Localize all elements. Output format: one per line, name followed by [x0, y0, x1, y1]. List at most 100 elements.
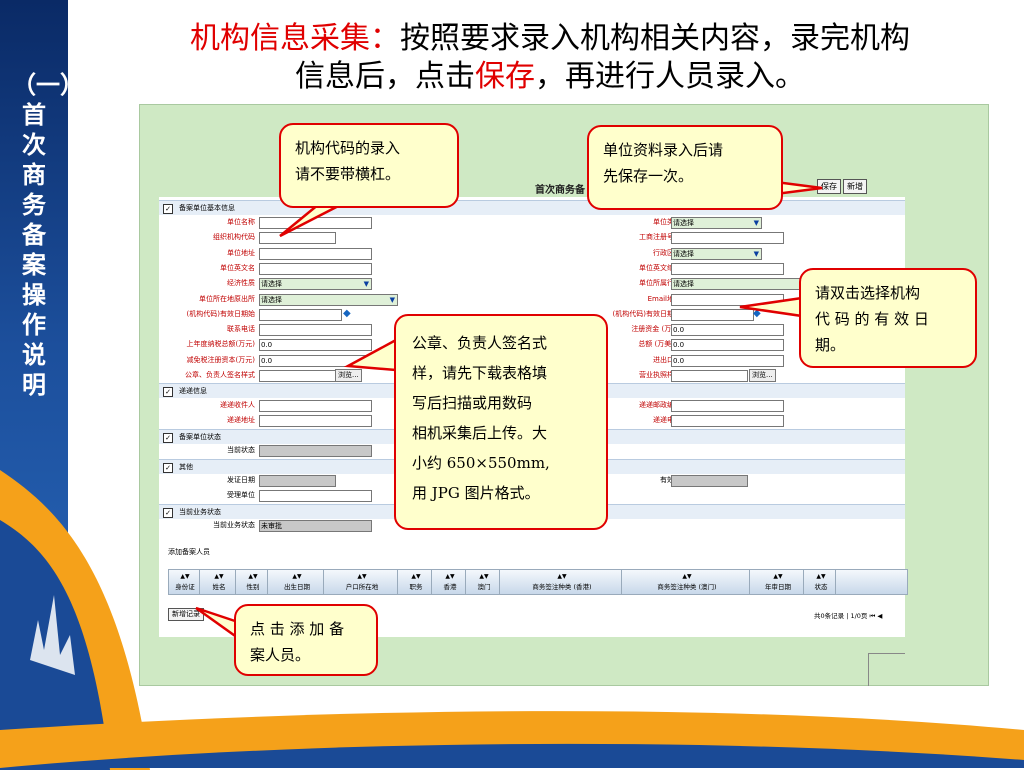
table-column-header[interactable]: ▲▼ 姓名 — [203, 570, 236, 594]
callout-text: 先保存一次。 — [603, 167, 694, 185]
checkbox[interactable]: ✓ — [163, 463, 173, 473]
section-label: 递递信息 — [179, 387, 207, 395]
chevron-down-icon[interactable]: ▼ — [753, 219, 759, 227]
callout-text: 小约 650×550mm, — [412, 454, 550, 472]
text-input[interactable] — [671, 293, 784, 306]
table-column-header[interactable]: ▲▼商务签注种类 (香港) — [503, 570, 622, 594]
checkbox[interactable]: ✓ — [163, 387, 173, 397]
text-input[interactable] — [671, 232, 784, 245]
chevron-down-icon[interactable]: ▼ — [363, 280, 369, 289]
delivery-recipient-input[interactable] — [259, 400, 372, 412]
text-input[interactable] — [259, 308, 342, 321]
callout-valid-date: 请双击选择机构 代 码 的 有 效 日 期。 — [799, 268, 977, 368]
table-column-header[interactable]: ▲▼性别 — [239, 570, 268, 594]
select-field[interactable]: 请选择▼ — [671, 278, 810, 291]
callout-text: 相机采集后上传。大 — [412, 424, 548, 442]
header-line-1: 机构信息采集：按照要求录入机构相关内容，录完机构 — [100, 20, 1000, 58]
form-row: 工商注册号码 — [159, 230, 905, 245]
sort-icon[interactable]: ▲▼ — [214, 573, 224, 580]
callout-text: 写后扫描或用数码 — [412, 394, 533, 412]
select-field[interactable]: 请选择▼ — [671, 217, 762, 229]
sort-icon[interactable]: ▲▼ — [816, 573, 826, 580]
delivery-address-input[interactable] — [259, 415, 372, 427]
form-row: (机构代码)有效日期止 ◆ — [159, 307, 905, 322]
form-row: 经济性质请选择▼ — [159, 276, 905, 291]
field-label: 公章、负责人签名样式 — [185, 371, 255, 379]
field-label: 递递收件人 — [220, 401, 255, 409]
select-field[interactable]: 请选择▼ — [259, 293, 398, 306]
add-button[interactable]: 新增 — [843, 179, 867, 194]
form-row: 单位英文名 — [159, 261, 905, 276]
table-column-header[interactable]: ▲▼出生日期 — [271, 570, 324, 594]
table-column-header[interactable]: ▲▼状态 — [807, 570, 836, 594]
text-input[interactable] — [671, 262, 784, 275]
callout-text: 点 击 添 加 备 — [250, 620, 345, 638]
table-column-header[interactable]: ▲▼身份证 — [171, 570, 200, 594]
sort-icon[interactable]: ▲▼ — [557, 573, 567, 580]
table-column-header[interactable]: ▲▼职务 — [401, 570, 432, 594]
add-record-button[interactable]: 新增记录 — [168, 608, 204, 621]
section-basic-info[interactable]: ✓备案单位基本信息 — [159, 200, 905, 215]
field-label: 单位类别 — [653, 218, 681, 226]
form-row: 单位类别请选择▼ — [159, 215, 905, 230]
header-highlight: 保存 — [475, 59, 535, 94]
sort-icon[interactable]: ▲▼ — [682, 573, 692, 580]
sort-icon[interactable]: ▲▼ — [773, 573, 783, 580]
form-row: 递递地址 递递电话 — [159, 413, 905, 428]
date-picker-icon[interactable]: ◆ — [343, 307, 351, 319]
table-column-header[interactable]: ▲▼澳门 — [469, 570, 500, 594]
checkbox[interactable]: ✓ — [163, 204, 173, 214]
callout-text: 样，请先下载表格填 — [412, 364, 548, 382]
header-text: 信息后，点击 — [295, 59, 475, 94]
sort-icon[interactable]: ▲▼ — [479, 573, 489, 580]
decorative-bottom-swoosh — [0, 711, 1024, 768]
text-input[interactable] — [671, 308, 754, 321]
table-column-header[interactable]: ▲▼年审日期 — [753, 570, 804, 594]
sort-icon[interactable]: ▲▼ — [292, 573, 302, 580]
delivery-postcode-input[interactable] — [671, 400, 784, 412]
field-label: 联系电话 — [227, 325, 255, 334]
form-row: 单位所在地原出所请选择▼ — [159, 292, 905, 307]
sort-icon[interactable]: ▲▼ — [180, 573, 190, 580]
sort-icon[interactable]: ▲▼ — [445, 573, 455, 580]
chevron-down-icon[interactable]: ▼ — [753, 249, 759, 258]
sort-icon[interactable]: ▲▼ — [411, 573, 421, 580]
callout-text: 期。 — [815, 336, 846, 354]
current-status-field — [259, 445, 372, 457]
pager[interactable]: 共0条记录 | 1/0页 ⏮ ◀ — [814, 612, 883, 620]
form-row: 当前状态 — [159, 443, 905, 458]
field-label: (机构代码)有效日期止 — [612, 309, 681, 318]
text-input[interactable]: 0.0 — [671, 354, 784, 367]
browse-button[interactable]: 浏览... — [749, 369, 776, 382]
checkbox[interactable]: ✓ — [163, 508, 173, 518]
chevron-down-icon[interactable]: ▼ — [389, 295, 395, 304]
callout-text: 机构代码的录入 — [295, 139, 401, 157]
save-button[interactable]: 保存 — [817, 179, 841, 194]
field-label: 营业执照样式 — [639, 371, 681, 379]
select-field[interactable]: 请选择▼ — [259, 278, 372, 291]
delivery-phone-input[interactable] — [671, 415, 784, 427]
header-highlight: 机构信息采集： — [190, 21, 400, 56]
field-label: 注册资金 (万元) — [631, 325, 681, 334]
table-column-header[interactable]: ▲▼户口所在地 — [327, 570, 398, 594]
callout-save-first: 单位资料录入后请 先保存一次。 — [587, 125, 783, 210]
column-label: 姓名 — [212, 583, 226, 591]
checkbox[interactable]: ✓ — [163, 433, 173, 443]
text-input[interactable] — [259, 324, 372, 337]
accepting-unit-input[interactable] — [259, 490, 372, 502]
sort-icon[interactable]: ▲▼ — [248, 573, 258, 580]
sort-icon[interactable]: ▲▼ — [357, 573, 367, 580]
field-label: 行政区划 — [653, 248, 681, 257]
table-column-header[interactable]: ▲▼商务签注种类 (澳门) — [625, 570, 750, 594]
text-input[interactable] — [671, 370, 748, 382]
text-input[interactable] — [259, 262, 372, 275]
select-field[interactable]: 请选择▼ — [671, 247, 762, 260]
text-input[interactable]: 0.0 — [671, 339, 784, 352]
text-input[interactable] — [259, 247, 372, 260]
date-picker-icon[interactable]: ◆ — [753, 307, 761, 319]
field-label: 当前状态 — [227, 446, 255, 454]
table-column-header[interactable]: ▲▼香港 — [435, 570, 466, 594]
text-input[interactable]: 0.0 — [671, 324, 784, 337]
field-label: 减免税注册资本(万元) — [186, 355, 255, 364]
